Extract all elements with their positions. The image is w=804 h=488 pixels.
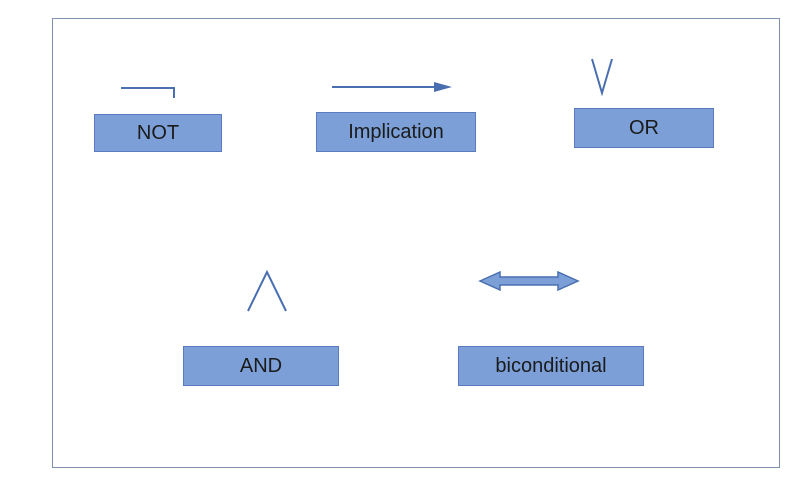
or-label: OR (629, 116, 659, 139)
right-arrow-icon (332, 82, 452, 92)
and-label: AND (239, 354, 283, 377)
or-vee-icon (591, 58, 613, 96)
and-wedge-icon (247, 269, 287, 312)
implication-label: Implication (348, 120, 444, 143)
biconditional-label: biconditional (495, 354, 607, 377)
not-label: NOT (136, 121, 180, 144)
negation-icon (121, 87, 175, 98)
and-label-box: AND (183, 346, 339, 386)
double-arrow-icon (478, 270, 580, 292)
not-label-box: NOT (94, 114, 222, 152)
biconditional-label-box: biconditional (458, 346, 644, 386)
implication-label-box: Implication (316, 112, 476, 152)
or-label-box: OR (574, 108, 714, 148)
diagram-frame (52, 18, 780, 468)
